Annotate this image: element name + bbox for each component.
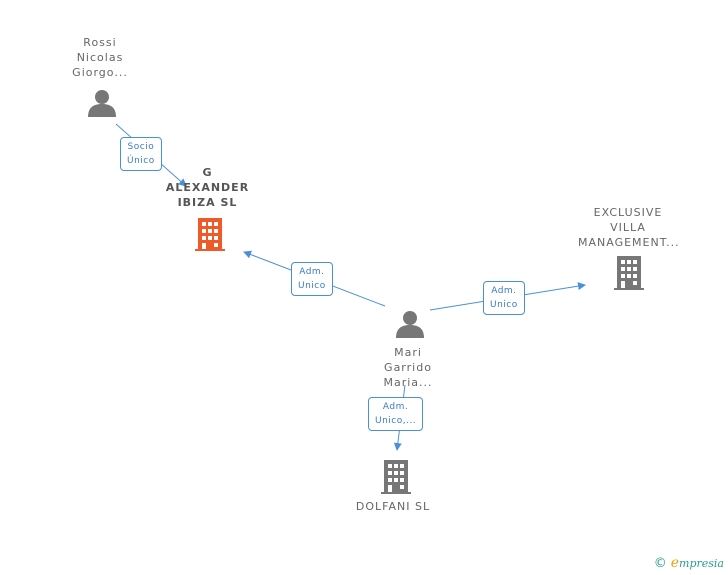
node-label-dolfani: DOLFANI SL bbox=[343, 499, 443, 514]
node-label-line: Maria... bbox=[383, 376, 433, 389]
edge-label-line: Unico bbox=[490, 300, 518, 310]
edge-label-line: Unico,... bbox=[375, 416, 417, 426]
empresia-logo: empresia bbox=[670, 555, 724, 571]
edge-label-line: Socio bbox=[127, 142, 155, 152]
building-icon[interactable] bbox=[195, 218, 225, 251]
node-label-line: Mari bbox=[394, 346, 422, 359]
edge-label-mari-dolfani[interactable]: Adm. Unico,... bbox=[368, 397, 424, 431]
person-icon[interactable] bbox=[87, 89, 117, 117]
edge-label-line: Adm. bbox=[299, 267, 325, 277]
empresia-watermark: ©empresia bbox=[654, 555, 724, 571]
node-label-exclusive: EXCLUSIVE VILLA MANAGEMENT... bbox=[578, 205, 680, 250]
edge-label-rossi-g[interactable]: Socio Único bbox=[120, 137, 162, 171]
edge-label-line: Unico bbox=[298, 281, 326, 291]
node-label-line: Rossi bbox=[83, 36, 117, 49]
node-label-line: MANAGEMENT... bbox=[578, 236, 680, 249]
node-label-g-alexander: G ALEXANDER IBIZA SL bbox=[160, 165, 255, 210]
node-label-line: DOLFANI SL bbox=[355, 500, 431, 513]
node-label-line: Giorgo... bbox=[72, 66, 128, 79]
node-label-line: EXCLUSIVE bbox=[593, 206, 663, 219]
node-label-line: Garrido bbox=[384, 361, 432, 374]
edge-label-mari-exclusive[interactable]: Adm. Unico bbox=[483, 281, 525, 315]
building-icon[interactable] bbox=[614, 256, 644, 290]
edge-label-mari-g[interactable]: Adm. Unico bbox=[291, 262, 333, 296]
logo-e: e bbox=[670, 555, 680, 571]
copyright-symbol: © bbox=[653, 556, 667, 571]
edge-label-line: Único bbox=[127, 156, 155, 166]
node-label-line: ALEXANDER bbox=[165, 181, 250, 194]
node-label-line: G bbox=[202, 166, 213, 179]
building-icon[interactable] bbox=[381, 460, 411, 494]
node-label-line: VILLA bbox=[610, 221, 646, 234]
edge-label-line: Adm. bbox=[382, 402, 409, 412]
node-label-mari: Mari Garrido Maria... bbox=[368, 345, 448, 390]
node-label-rossi: Rossi Nicolas Giorgo... bbox=[60, 35, 140, 80]
person-icon[interactable] bbox=[395, 310, 425, 338]
edge-label-line: Adm. bbox=[491, 286, 517, 296]
node-label-line: IBIZA SL bbox=[177, 196, 238, 209]
logo-text: mpresia bbox=[679, 557, 724, 570]
node-label-line: Nicolas bbox=[76, 51, 124, 64]
